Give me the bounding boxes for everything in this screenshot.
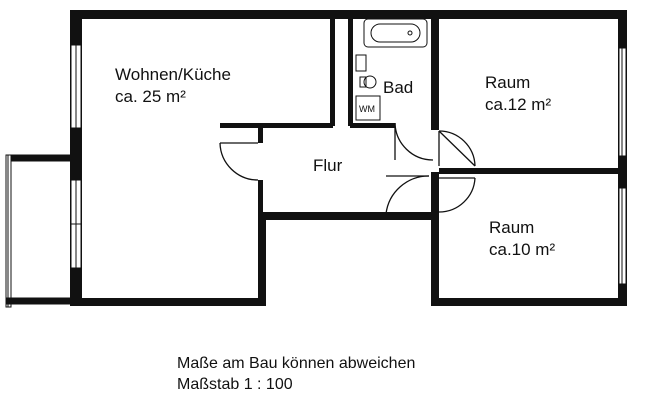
interior-walls — [220, 10, 627, 220]
room-label-hall: Flur — [313, 156, 343, 175]
scale-text: Maßstab 1 : 100 — [177, 376, 293, 393]
plan-notes: Maße am Bau können abweichen Maßstab 1 :… — [177, 353, 415, 395]
doors — [219, 122, 476, 215]
room-label-living: Wohnen/Küche ca. 25 m² — [115, 65, 231, 106]
washer-label: WM — [359, 104, 375, 114]
bath-fixtures — [355, 18, 428, 121]
sink-icon — [355, 54, 367, 72]
room-label-room12: Raum ca.12 m² — [485, 73, 552, 114]
disclaimer-text: Maße am Bau können abweichen — [177, 355, 416, 372]
toilet-icon — [363, 75, 377, 89]
bathtub-icon — [363, 18, 428, 48]
washer-icon — [355, 95, 381, 121]
windows — [70, 44, 627, 285]
room-label-room10: Raum ca.10 m² — [489, 218, 556, 259]
room-label-bath: Bad — [383, 78, 414, 97]
balcony — [5, 154, 73, 308]
